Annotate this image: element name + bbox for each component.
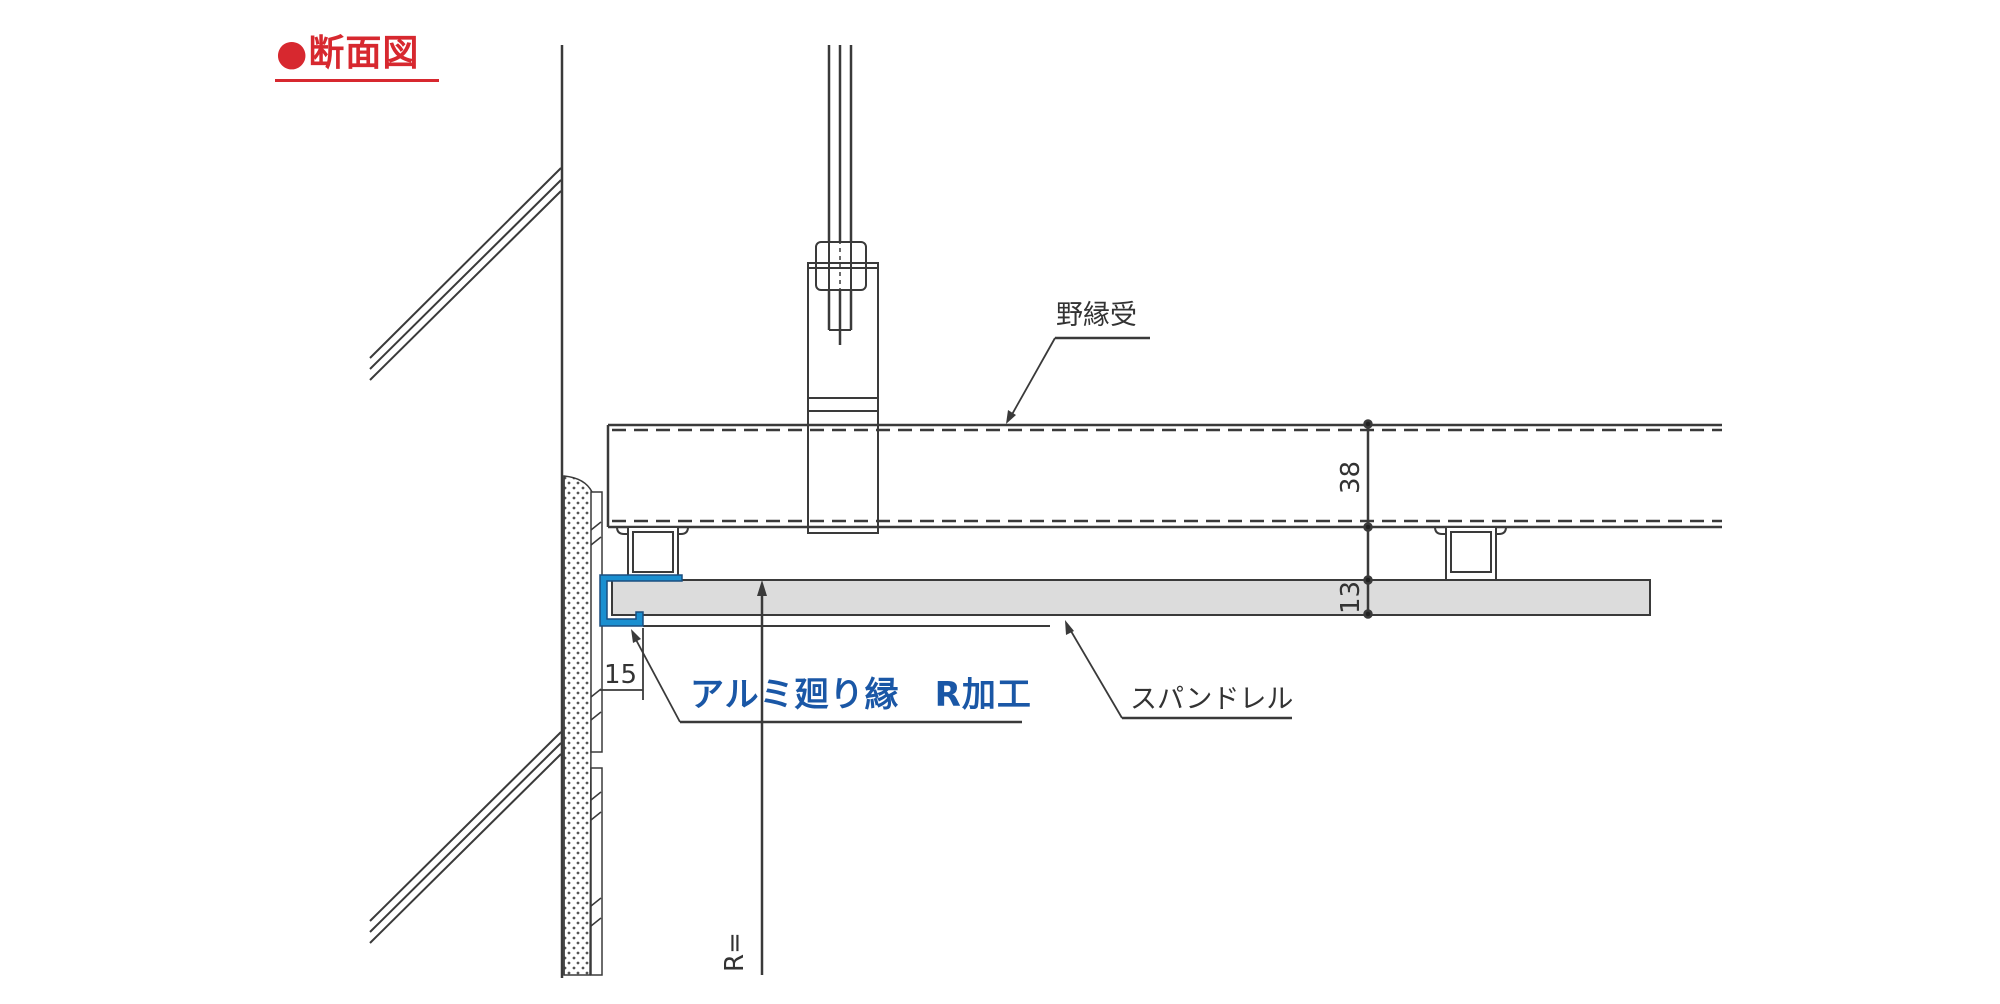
label-furring-receiver: 野縁受	[1056, 300, 1137, 331]
section-title: ●断面図	[276, 36, 419, 72]
label-spandrel: スパンドレル	[1130, 684, 1294, 715]
title-underline	[275, 79, 439, 82]
hanger-bracket	[807, 240, 879, 534]
wall-hatch-upper	[369, 167, 562, 381]
label-aluminum-trim: アルミ廻り縁 R加工	[690, 675, 1032, 715]
radius-line	[757, 580, 767, 975]
channel-clip-left	[616, 526, 689, 581]
spandrel-panel	[611, 579, 1651, 627]
wall-hatch-lower	[369, 731, 562, 944]
dimension-13: 13	[1336, 580, 1366, 614]
leader-spandrel	[1065, 620, 1292, 720]
dimension-15-label: 15	[604, 660, 638, 690]
radius-label: R=	[720, 932, 750, 972]
bullet-icon: ●	[276, 33, 309, 74]
plaster-layer	[563, 475, 603, 976]
title-text: 断面図	[308, 33, 420, 74]
dimension-38: 38	[1336, 460, 1366, 494]
dimension-15	[600, 628, 644, 700]
leader-aluminum-trim	[631, 629, 1022, 724]
leader-furring-receiver	[1006, 336, 1150, 424]
furring-receiver-joist	[606, 423, 1722, 529]
channel-clip-right	[1434, 526, 1507, 581]
aluminum-trim	[599, 574, 683, 627]
dimension-vertical	[1363, 419, 1373, 619]
